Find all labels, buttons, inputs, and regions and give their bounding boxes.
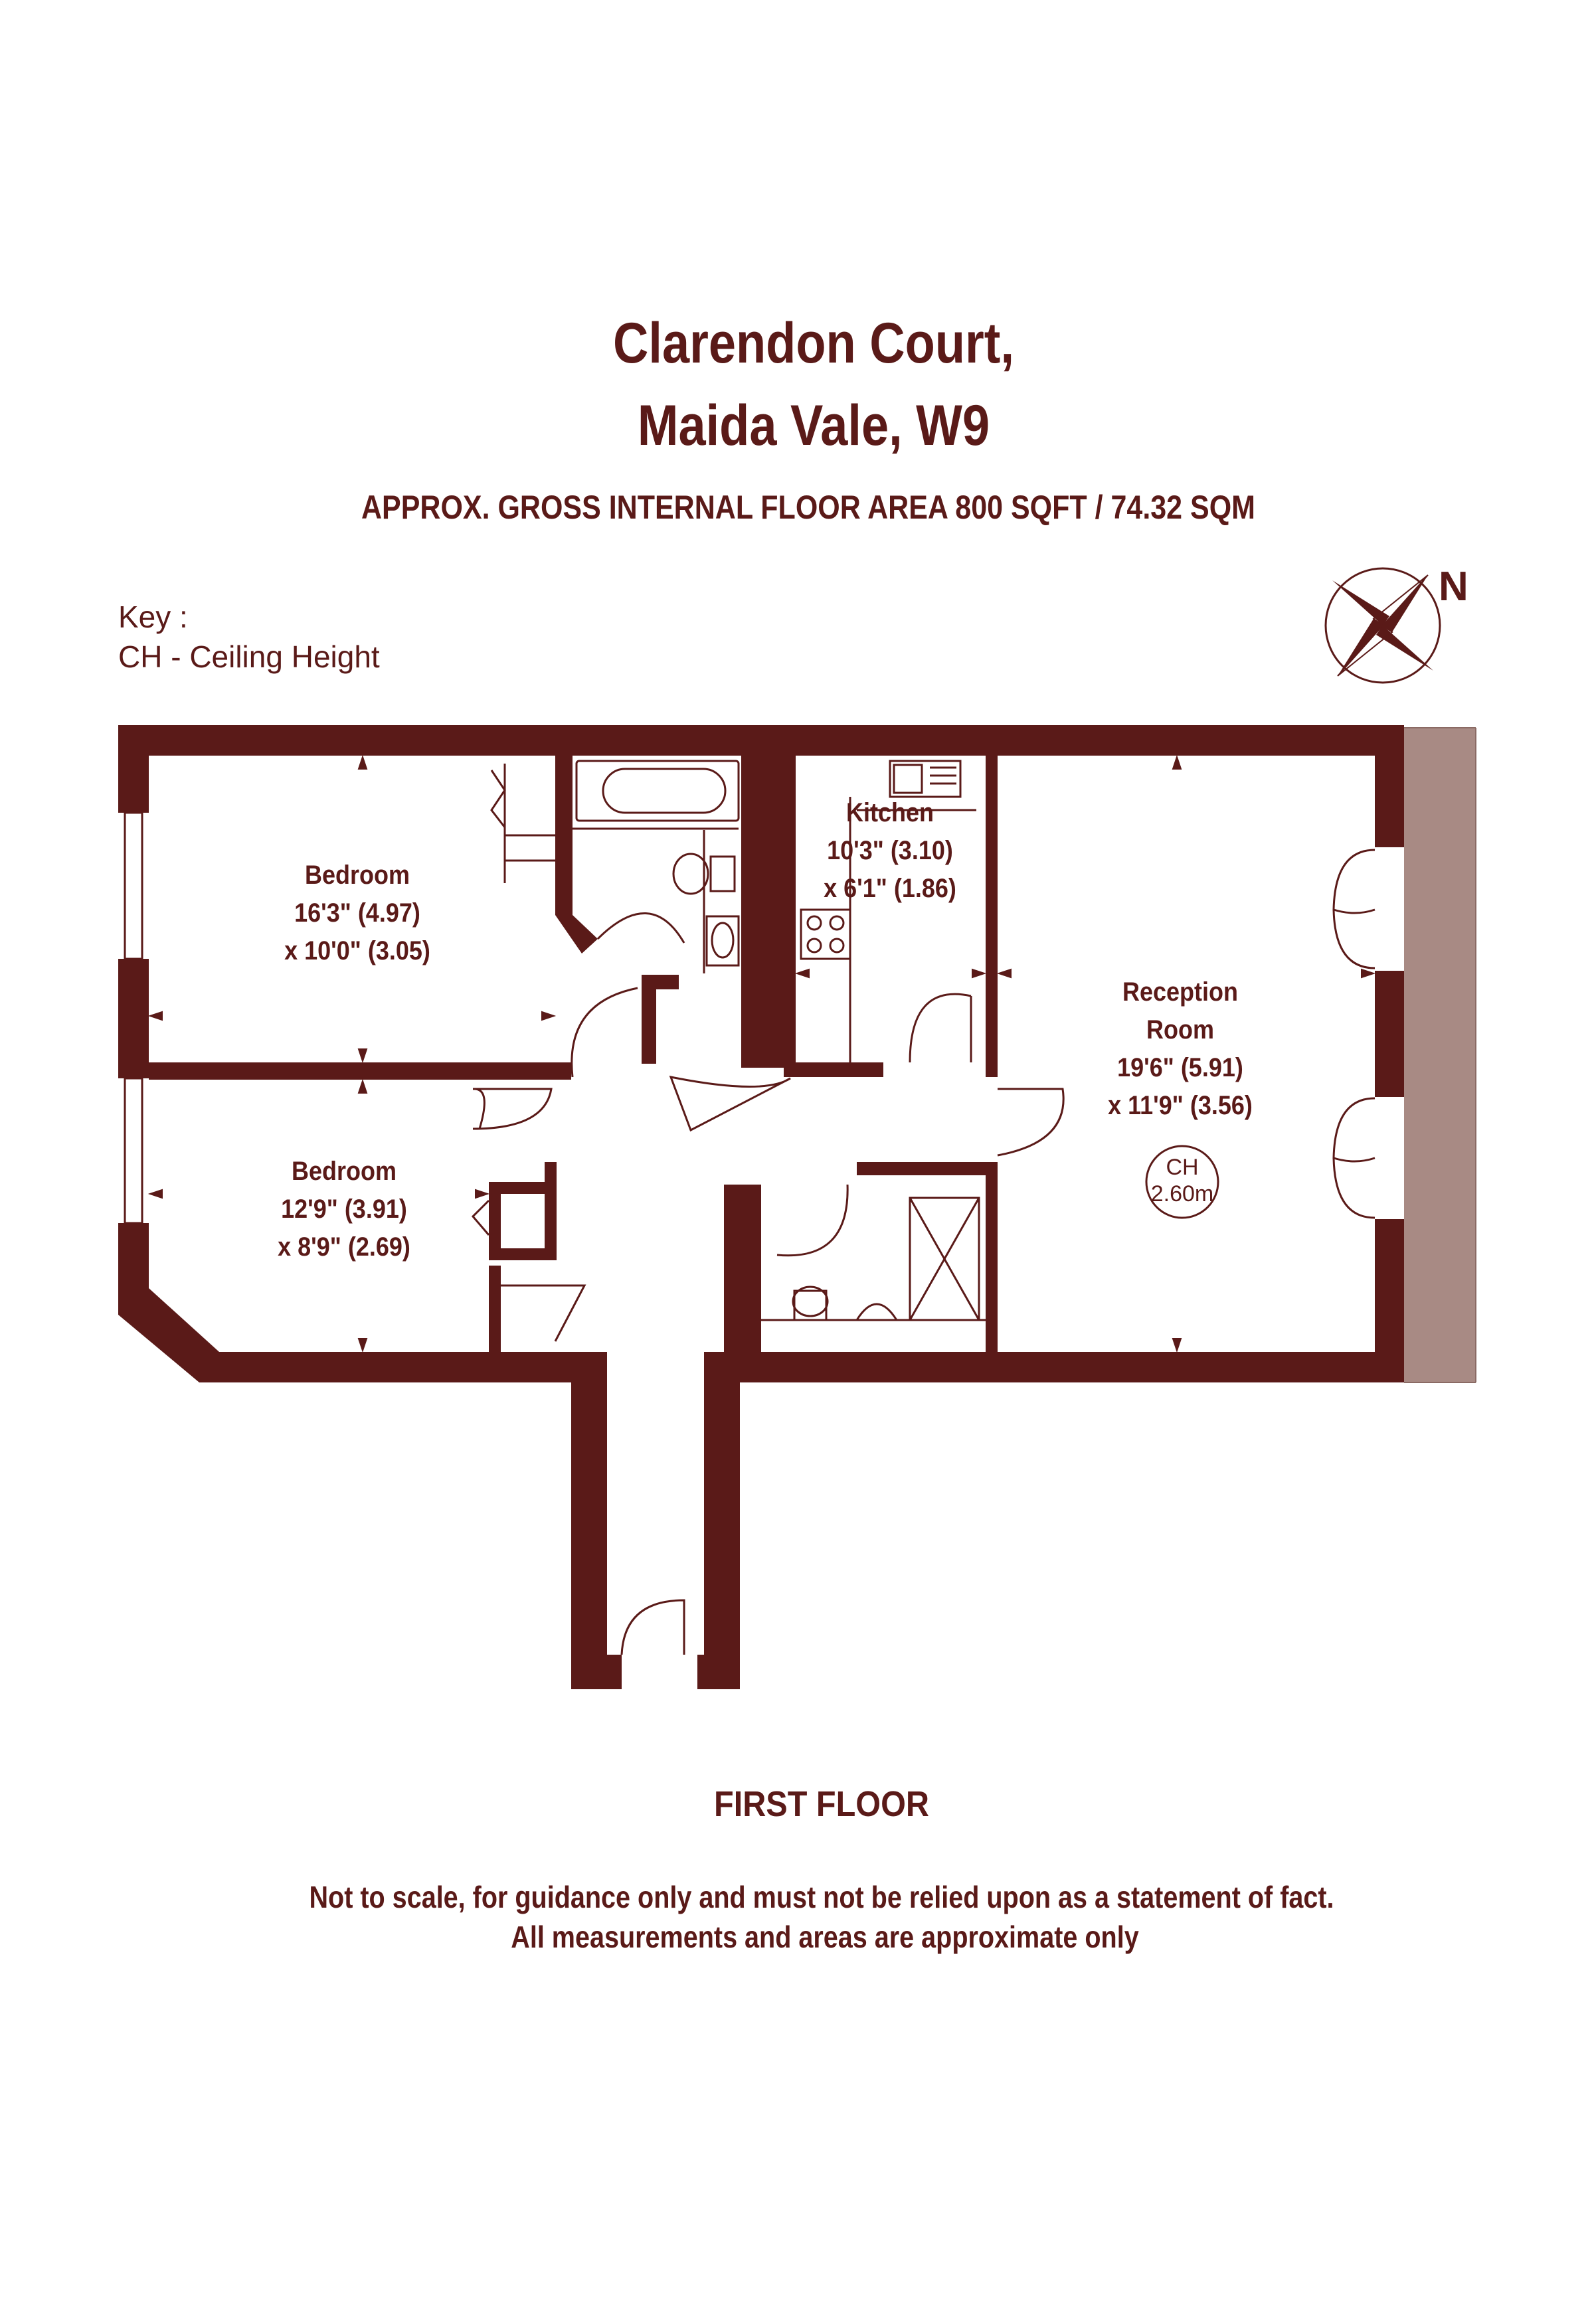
room-name: Kitchen [845, 798, 934, 827]
ceiling-height-value: 2.60m [1150, 1181, 1214, 1206]
room-name: Bedroom [291, 1157, 397, 1186]
room-label-bedroom-1: Bedroom 16'3" (4.97) x 10'0" (3.05) [274, 857, 441, 970]
compass-icon [1324, 567, 1441, 684]
room-name: Bedroom [304, 861, 410, 890]
room-dim-1: 19'6" (5.91) [1117, 1053, 1243, 1082]
room-dim-2: x 8'9" (2.69) [278, 1232, 410, 1262]
room-dim-1: 12'9" (3.91) [281, 1195, 407, 1224]
balcony [1404, 728, 1476, 1382]
room-dim-2: x 11'9" (3.56) [1108, 1091, 1253, 1120]
fixtures [147, 754, 1376, 1655]
ceiling-height-badge: CH 2.60m [1146, 1154, 1219, 1207]
room-label-reception: Reception Room 19'6" (5.91) x 11'9" (3.5… [1088, 973, 1273, 1125]
room-name: Reception [1122, 977, 1239, 1007]
disclaimer-line1: Not to scale, for guidance only and must… [309, 1880, 1334, 1914]
floor-label: FIRST FLOOR [714, 1784, 929, 1824]
room-label-bedroom-2: Bedroom 12'9" (3.91) x 8'9" (2.69) [260, 1153, 428, 1266]
ceiling-height-label: CH [1166, 1155, 1199, 1180]
property-title-line1: Clarendon Court, [612, 311, 1014, 375]
north-label: N [1439, 564, 1468, 610]
disclaimer-line2: All measurements and areas are approxima… [511, 1920, 1139, 1954]
room-dim-1: 10'3" (3.10) [827, 836, 953, 865]
room-dim-1: 16'3" (4.97) [294, 898, 420, 928]
windows [124, 811, 143, 1224]
property-title-line2: Maida Vale, W9 [637, 394, 990, 457]
room-dim-2: x 10'0" (3.05) [284, 936, 430, 965]
room-dim-2: x 6'1" (1.86) [824, 874, 956, 903]
walls [118, 725, 1404, 1689]
key-entry: CH - Ceiling Height [118, 639, 380, 674]
room-label-kitchen: Kitchen 10'3" (3.10) x 6'1" (1.86) [806, 794, 974, 908]
room-name-2: Room [1146, 1015, 1214, 1044]
key-heading: Key : [118, 600, 188, 634]
floor-area-statement: APPROX. GROSS INTERNAL FLOOR AREA 800 SQ… [361, 489, 1256, 526]
